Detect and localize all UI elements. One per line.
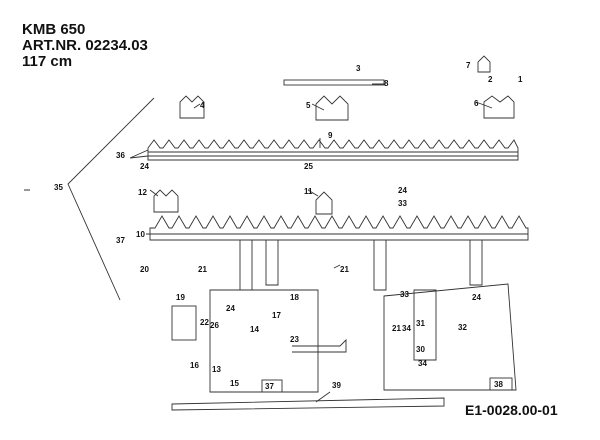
callout-9: 9: [328, 131, 333, 140]
callout-13: 13: [212, 365, 221, 374]
lower-cutter-blade: [149, 215, 529, 241]
callout-24a: 24: [140, 162, 149, 171]
callout-10: 10: [136, 230, 145, 239]
callout-21c: 21: [392, 324, 401, 333]
callout-34a: 34: [402, 324, 411, 333]
callout-16: 16: [190, 361, 199, 370]
part-callouts: 1 2 3 4 5 6 7 8 9 10 11 12 13 14 15 16 1…: [54, 61, 523, 391]
callout-24b: 24: [398, 186, 407, 195]
callout-7: 7: [466, 61, 471, 70]
callout-33a: 33: [398, 199, 407, 208]
callout-11: 11: [304, 187, 313, 196]
callout-3: 3: [356, 64, 361, 73]
cutting-width: 117 cm: [22, 53, 73, 70]
gear-housing-part-38: [383, 283, 517, 391]
drawing-code: E1-0028.00-01: [465, 402, 558, 418]
plate-part-4: [179, 95, 205, 119]
rod-part-23: [292, 338, 347, 353]
callout-37a: 37: [116, 236, 125, 245]
callout-32: 32: [458, 323, 467, 332]
callout-15: 15: [230, 379, 239, 388]
callout-20: 20: [140, 265, 149, 274]
callout-12: 12: [138, 188, 147, 197]
callout-38: 38: [494, 380, 503, 389]
box-label-37: [261, 379, 283, 393]
guard-bar-part-39: [171, 397, 445, 411]
callout-30: 30: [416, 345, 425, 354]
callout-25: 25: [304, 162, 313, 171]
plate-part-12: [153, 189, 179, 213]
box-label-38: [489, 377, 513, 391]
callout-17: 17: [272, 311, 281, 320]
callout-23: 23: [290, 335, 299, 344]
bracket-part-30: [413, 289, 437, 361]
callout-19: 19: [176, 293, 185, 302]
callout-33b: 33: [400, 290, 409, 299]
upper-cutter-blade: [147, 139, 519, 161]
assembly-bracket-35: [67, 97, 155, 301]
callout-22: 22: [200, 318, 209, 327]
callout-14: 14: [250, 325, 259, 334]
callout-24c: 24: [226, 304, 235, 313]
article-number: ART.NR. 02234.03: [22, 37, 148, 54]
callout-24d: 24: [472, 293, 481, 302]
blade-mounting-lugs: [239, 240, 483, 291]
callout-37b: 37: [265, 382, 274, 391]
callout-35: 35: [54, 183, 63, 192]
callout-6: 6: [474, 99, 479, 108]
callout-26: 26: [210, 321, 219, 330]
plate-part-5: [315, 95, 349, 121]
callout-18: 18: [290, 293, 299, 302]
callout-8: 8: [384, 79, 389, 88]
clip-part-7: [477, 55, 491, 73]
callout-4: 4: [200, 101, 205, 110]
plate-part-19: [171, 305, 197, 341]
callout-5: 5: [306, 101, 311, 110]
callout-34b: 34: [418, 359, 427, 368]
strip-part-8: [283, 79, 385, 86]
callout-1: 1: [518, 75, 523, 84]
plate-part-11: [315, 191, 333, 215]
model-title: KMB 650: [22, 21, 86, 38]
gear-housing-part-37: [209, 289, 319, 393]
callout-31: 31: [416, 319, 425, 328]
callout-21b: 21: [340, 265, 349, 274]
callout-2: 2: [488, 75, 493, 84]
plate-part-6: [483, 95, 515, 119]
callout-36: 36: [116, 151, 125, 160]
callout-21a: 21: [198, 265, 207, 274]
callout-39: 39: [332, 381, 341, 390]
